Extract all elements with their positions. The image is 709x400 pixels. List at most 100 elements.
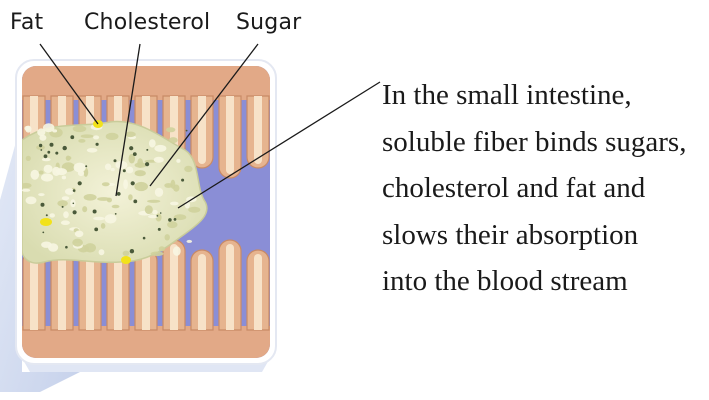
fiber-particle (81, 134, 94, 138)
fiber-particle (188, 207, 200, 213)
fiber-particle (57, 200, 68, 206)
sugar-particle (94, 228, 98, 232)
fiber-particle (149, 139, 156, 147)
sugar-particle (146, 149, 148, 151)
fiber-particle (84, 243, 96, 252)
villus-core (170, 244, 178, 330)
fiber-particle (125, 132, 135, 138)
sugar-particle (158, 228, 161, 231)
fiber-particle (65, 188, 74, 195)
fiber-particle (62, 196, 69, 200)
sugar-particle (186, 130, 188, 132)
fiber-particle (151, 252, 164, 257)
fiber-particle (97, 197, 110, 201)
sugar-particle (114, 159, 117, 162)
villus-core (30, 254, 38, 330)
caption-line: In the small intestine, (382, 72, 702, 119)
fiber-particle (123, 251, 130, 256)
villus-core (254, 96, 262, 164)
sugar-particle (96, 143, 99, 146)
sugar-particle (131, 181, 135, 185)
caption-line: into the blood stream (382, 258, 702, 305)
fiber-particle (106, 133, 119, 140)
sugar-particle (160, 212, 162, 214)
fat-droplet (40, 218, 52, 226)
sugar-particle (168, 218, 172, 222)
sugar-particle (145, 162, 149, 166)
sugar-particle (85, 165, 87, 167)
sugar-particle (93, 210, 97, 214)
sugar-particle (62, 206, 64, 208)
fiber-particle (152, 210, 157, 215)
fiber-particle (22, 189, 31, 192)
sugar-particle (62, 146, 66, 150)
villus-core (142, 254, 150, 330)
fiber-particle (184, 166, 192, 172)
sugar-particle (129, 146, 133, 150)
fiber-particle (38, 193, 44, 196)
sugar-particle (117, 192, 121, 196)
sugar-particle (42, 232, 44, 234)
fiber-particle (170, 202, 179, 206)
fiber-particle (169, 137, 178, 143)
fiber-particle (105, 214, 117, 223)
fiber-particle (78, 139, 85, 143)
fiber-particle (48, 243, 58, 252)
sugar-particle (73, 189, 76, 192)
villus-core (198, 96, 206, 164)
sugar-particle (133, 200, 137, 204)
fiber-particle (147, 200, 160, 203)
fiber-particle (62, 176, 66, 180)
sugar-particle (47, 151, 50, 154)
fiber-particle (66, 156, 72, 160)
sugar-particle (44, 154, 48, 158)
villus-core (86, 254, 94, 330)
label-cholesterol: Cholesterol (84, 10, 210, 35)
fiber-particle (154, 145, 166, 152)
fiber-particle (31, 170, 40, 180)
sugar-particle (143, 237, 146, 240)
fiber-particle (167, 221, 177, 228)
fiber-particle (154, 157, 164, 163)
villus-core (226, 96, 234, 174)
sugar-particle (130, 249, 134, 253)
sugar-particle (174, 218, 177, 221)
sugar-particle (157, 215, 159, 217)
sugar-particle (133, 152, 137, 156)
fiber-particle (26, 156, 31, 161)
sugar-particle (65, 246, 68, 249)
fiber-particle (39, 135, 46, 141)
sugar-particle (73, 210, 77, 214)
fiber-particle (42, 158, 51, 162)
sugar-particle (123, 169, 126, 172)
fiber-particle (63, 211, 69, 218)
fiber-particle (44, 165, 53, 173)
sugar-particle (73, 203, 75, 205)
sugar-particle (115, 213, 117, 215)
fiber-particle (126, 167, 133, 174)
fiber-particle (25, 126, 31, 133)
fiber-particle (187, 240, 193, 243)
sugar-particle (46, 214, 48, 216)
label-sugar: Sugar (236, 10, 301, 35)
fiber-particle (93, 135, 99, 139)
fiber-particle (111, 168, 115, 171)
fiber-particle (72, 239, 83, 247)
caption-line: cholesterol and fat and (382, 165, 702, 212)
sugar-particle (70, 135, 74, 139)
fiber-particle (61, 220, 70, 225)
fiber-particle (43, 123, 54, 132)
fiber-particle (82, 206, 87, 212)
fiber-particle (128, 194, 133, 200)
fiber-particle (171, 180, 176, 189)
fiber-particle (99, 249, 105, 255)
sugar-particle (50, 143, 54, 147)
fiber-particle (74, 163, 86, 173)
fiber-particle (105, 164, 111, 171)
fiber-particle (159, 246, 165, 251)
fiber-particle (49, 213, 55, 217)
fiber-particle (101, 223, 106, 229)
fiber-particle (39, 171, 44, 175)
villus-core (198, 254, 206, 330)
